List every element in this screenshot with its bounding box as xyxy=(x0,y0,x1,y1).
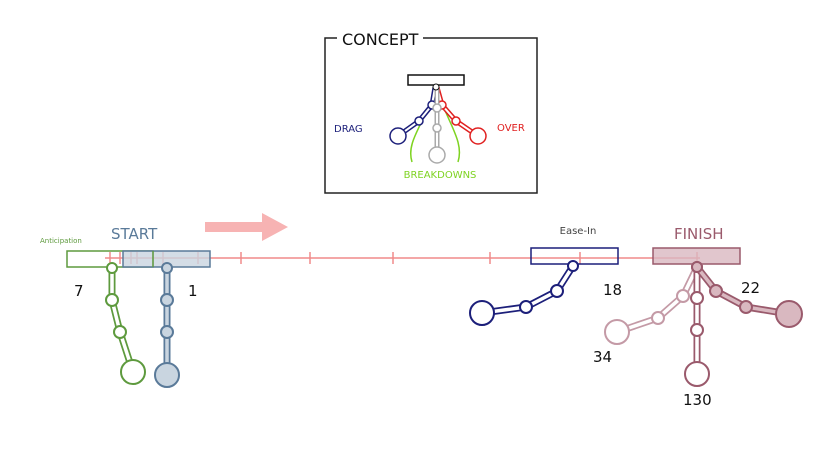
frame-7: 7 xyxy=(74,282,84,300)
ease-in-label: Ease-In xyxy=(560,226,597,237)
pendulum-weight xyxy=(684,361,710,387)
pendulum-weight xyxy=(604,319,630,345)
pendulum-joint xyxy=(690,291,704,305)
finish-pendulum-34 xyxy=(604,261,703,345)
pendulum-joint xyxy=(160,293,174,307)
start-pendulum xyxy=(154,262,180,388)
pendulum-joint xyxy=(739,300,753,314)
breakdowns-label: BREAKDOWNS xyxy=(404,170,477,181)
pendulum-joint xyxy=(709,284,723,298)
pendulum-joint xyxy=(690,323,704,337)
anticipation-pendulum xyxy=(105,262,146,385)
pendulum-weight xyxy=(154,362,180,388)
frame-130: 130 xyxy=(683,391,712,409)
pendulum-joint xyxy=(113,325,127,339)
pendulum-joint xyxy=(691,261,703,273)
pendulum-joint xyxy=(651,311,665,325)
pendulum-joint xyxy=(567,260,579,272)
frame-34: 34 xyxy=(593,348,612,366)
pendulum-weight xyxy=(775,300,803,328)
rest-pendulum xyxy=(428,88,446,164)
direction-arrow xyxy=(205,213,288,241)
frame-1: 1 xyxy=(188,282,198,300)
frame-18: 18 xyxy=(603,281,622,299)
pendulum-weight xyxy=(120,359,146,385)
pendulum-joint xyxy=(161,262,173,274)
pendulum-joint xyxy=(106,262,118,274)
pendulum-joint xyxy=(676,289,690,303)
pendulum-joint xyxy=(160,325,174,339)
pendulum-joint xyxy=(550,284,564,298)
finish-pendulum-130 xyxy=(684,261,710,387)
pendulum-weight xyxy=(469,300,495,326)
anticipation-label: Anticipation xyxy=(40,237,82,245)
pendulum-joint xyxy=(519,300,533,314)
over-label: OVER xyxy=(497,123,525,134)
drag-label: DRAG xyxy=(334,124,363,135)
concept-panel: CONCEPT DRAG OVER BREAKDOWNS xyxy=(324,28,538,194)
drag-pendulum xyxy=(389,86,438,145)
concept-title: CONCEPT xyxy=(342,30,419,49)
ease-in-pendulum xyxy=(469,260,579,326)
pendulum-joint xyxy=(105,293,119,307)
frame-22: 22 xyxy=(741,279,760,297)
over-pendulum xyxy=(434,86,487,145)
finish-pendulum-22 xyxy=(691,261,803,328)
start-label: START xyxy=(111,225,158,243)
finish-label: FINISH xyxy=(674,225,724,243)
